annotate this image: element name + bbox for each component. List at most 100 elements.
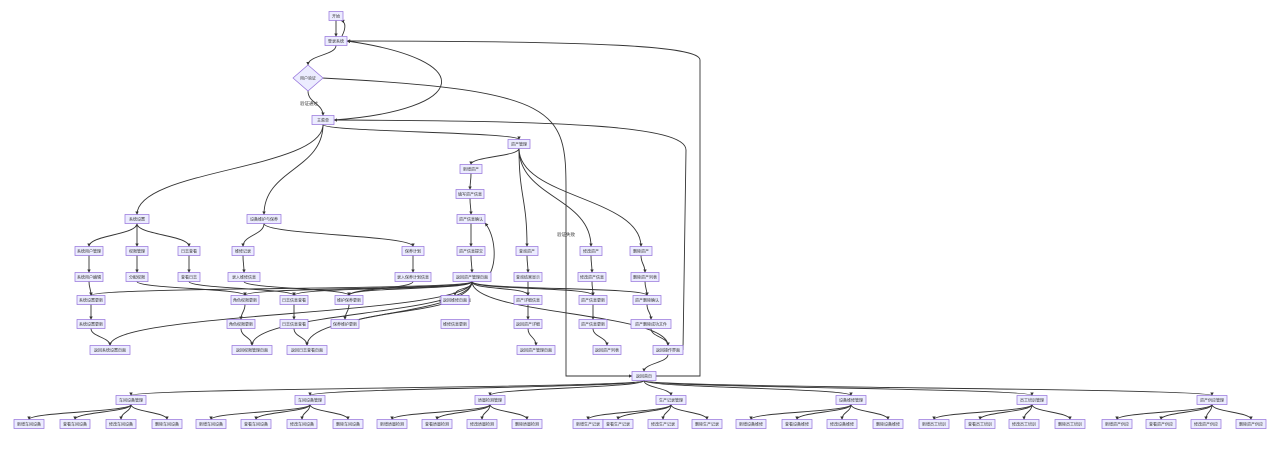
- node-label: 日志信息查看: [282, 321, 306, 327]
- node-s-user: 系统用户管理: [74, 246, 104, 256]
- edge-m7-m7d: [1211, 404, 1253, 420]
- node-label: 新增生产记录: [576, 421, 600, 427]
- node-label: 查看质量检测: [425, 421, 449, 427]
- node-m5a: 新增设备维修: [735, 419, 767, 429]
- edge-m6-m6a: [932, 404, 1033, 420]
- edge-asset-n_delete: [518, 148, 643, 247]
- node-label: 生产记录管理: [659, 397, 683, 403]
- node-label: 查看日志: [181, 274, 197, 280]
- edge-label-auth_ok: 验证通过: [300, 100, 318, 107]
- node-s-logback: 返回日志查看页面: [286, 345, 328, 355]
- node-label: 分配权限: [129, 274, 145, 280]
- edge-bottom-login: [346, 39, 701, 377]
- edge-m4-m4b: [616, 404, 672, 420]
- node-n-modinfo: 修改资产信息: [577, 272, 607, 282]
- edge-d_record-d_recinput: [242, 255, 246, 273]
- node-label: 日志查看: [181, 248, 197, 254]
- edge-s_roleupd2-s_roleback: [240, 328, 254, 346]
- node-s-roleback: 返回权限管理页面: [231, 345, 273, 355]
- edge-m7-m7b: [1159, 404, 1213, 420]
- node-m1a: 新增车间设备: [13, 419, 45, 429]
- node-n-qr-back: 返回资产详细: [513, 319, 543, 329]
- node-s-logview: 查看日志: [177, 272, 201, 282]
- node-s-permset: 分配权限: [125, 272, 149, 282]
- node-label: 员工培训管理: [1020, 397, 1044, 403]
- node-label: 保养计划: [405, 248, 421, 254]
- node-label: 资产删除确认: [635, 297, 659, 303]
- node-label: 查看设备维修: [785, 421, 809, 427]
- edge-m5-m5c: [840, 404, 852, 420]
- node-label: 系统设置: [129, 216, 145, 222]
- edge-login-auth: [306, 45, 337, 66]
- node-d-recupd: 维修信息更新: [440, 319, 470, 329]
- node-label: 返回资产列表: [595, 347, 619, 353]
- node-d-planupd: 维护保养更新: [334, 295, 364, 305]
- node-label: 返回资产管理页面: [456, 274, 488, 280]
- edge-sys-s_log: [136, 223, 191, 247]
- node-s-roleupd2: 角色权限更新: [226, 319, 256, 329]
- node-label: 返回维修页面: [443, 297, 467, 303]
- edge-n_delconfirm-n_delcheck: [644, 281, 649, 296]
- edge-login-start: [340, 19, 346, 37]
- node-m6d: 删除员工培训: [1054, 419, 1086, 429]
- edge-m2-m2a: [209, 404, 311, 420]
- edge-n_delcheck-n_delfile: [646, 304, 653, 320]
- node-label: 资产信息提交: [459, 248, 483, 254]
- node-label: 资产信息确认: [459, 216, 483, 222]
- node-dev: 设备维护与保养: [246, 214, 282, 224]
- node-m7d: 删除资产供应: [1235, 419, 1267, 429]
- node-n-returnlist: 返回资产管理页面: [452, 272, 492, 282]
- edge-n_returnlist-d_planupd: [347, 281, 473, 296]
- node-label: 查询结果显示: [516, 274, 540, 280]
- node-m5b: 查看设备维修: [781, 419, 813, 429]
- node-label: 资产信息更新: [581, 321, 605, 327]
- node-label: 新增车间设备: [17, 421, 41, 427]
- edge-n_query-n_queryres: [526, 255, 530, 273]
- node-m7b: 查看资产供应: [1145, 419, 1177, 429]
- edge-m1-m1d: [130, 404, 169, 420]
- edge-sys-s_user: [87, 223, 138, 247]
- node-s-perm: 权限管理: [125, 246, 149, 256]
- node-m1d: 删除车间设备: [151, 419, 183, 429]
- node-m5d: 删除设备维修: [872, 419, 904, 429]
- node-start: 开始: [328, 11, 344, 21]
- node-n-modify: 修改资产: [579, 246, 603, 256]
- edge-n_delete-n_delconfirm: [640, 255, 647, 273]
- node-label: 返回权限管理页面: [236, 347, 268, 353]
- node-d-recinput: 录入维修信息: [227, 272, 261, 282]
- edge-m2-m2d: [309, 404, 350, 420]
- node-label: 资产供应管理: [1200, 397, 1224, 403]
- edge-n_returnlist-n_delcheck: [471, 281, 649, 296]
- node-d-plan: 保养计划: [401, 246, 425, 256]
- node-m1b: 查看车间设备: [59, 419, 91, 429]
- edge-bottom-m4: [643, 380, 673, 396]
- node-n-newasset: 新增资产: [459, 164, 483, 174]
- edge-n_returnlist-n_modcheck: [471, 281, 595, 296]
- node-label: 查看资产供应: [1149, 421, 1173, 427]
- edge-n_assetinfo-n_assetsave: [469, 198, 473, 215]
- node-label: 资产删除成功文件: [635, 321, 667, 327]
- node-n-query: 查询资产: [515, 246, 539, 256]
- node-label: 系统设置更新: [79, 321, 103, 327]
- node-label: 维修记录: [235, 248, 251, 254]
- node-m3c: 修改质量检测: [466, 419, 498, 429]
- node-s-logtask: 日志信息查看: [279, 295, 309, 305]
- edge-m6-m6b: [978, 404, 1033, 420]
- edge-m5-m5a: [749, 404, 852, 420]
- node-label: 填写资产信息: [458, 191, 482, 197]
- node-n-modupdate: 资产信息更新: [578, 319, 608, 329]
- node-label: 查看生产记录: [606, 421, 630, 427]
- edge-main-sys: [135, 124, 324, 215]
- node-m5: 设备维修管理: [835, 395, 867, 405]
- node-label: 删除设备维修: [876, 421, 900, 427]
- node-m3a: 新增质量检测: [376, 419, 408, 429]
- edge-n_returnlist-s_back: [108, 281, 473, 346]
- edge-m5-m5b: [795, 404, 852, 420]
- node-m1c: 修改车间设备: [105, 419, 137, 429]
- edge-s_logview-s_logtask: [188, 281, 296, 296]
- edge-m2-m2c: [300, 404, 311, 420]
- node-label: 设备维修管理: [839, 397, 863, 403]
- edge-n_modify-n_modinfo: [590, 255, 594, 273]
